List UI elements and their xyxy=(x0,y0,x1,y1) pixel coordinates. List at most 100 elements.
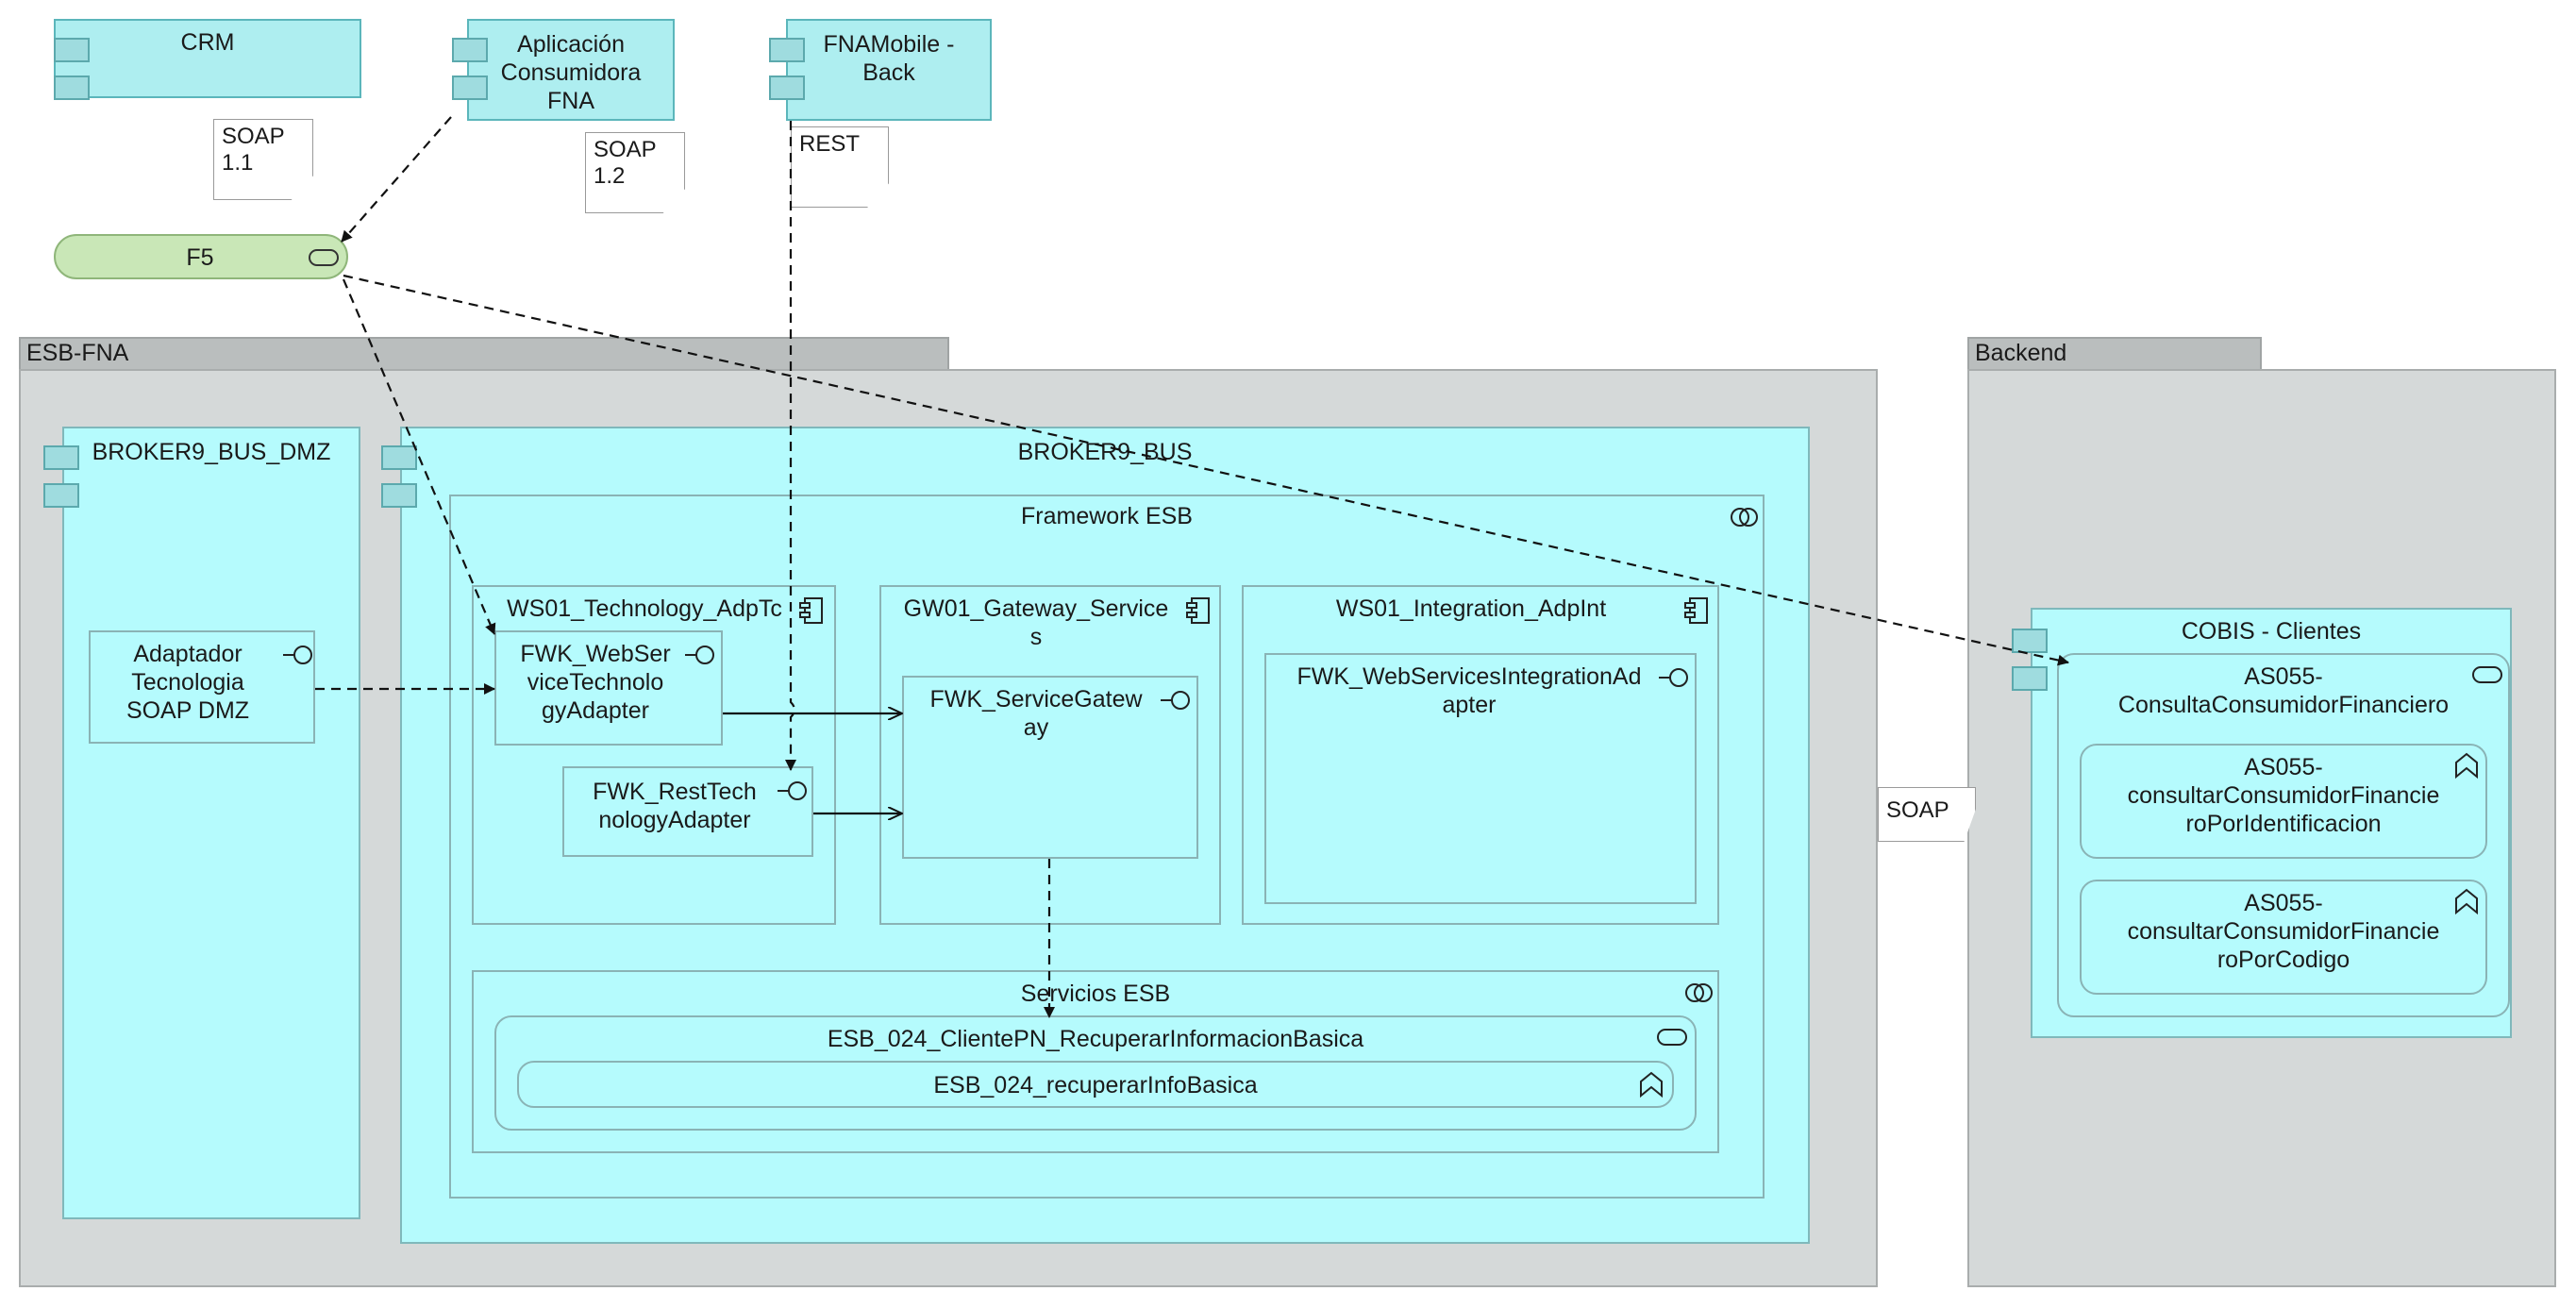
soap12-note: SOAP 1.2 xyxy=(585,132,685,213)
label-line: FNAMobile - xyxy=(823,31,955,58)
label-line: FWK_WebServicesIntegrationAd xyxy=(1296,663,1642,690)
esb024-function[interactable]: ESB_024_recuperarInfoBasica xyxy=(517,1061,1674,1108)
component-nub-icon xyxy=(381,445,417,470)
component-nub-icon xyxy=(43,483,79,508)
label-line: Adaptador xyxy=(133,641,243,667)
ws01-integration-label: WS01_Integration_AdpInt xyxy=(1335,595,1607,622)
label-line: consultarConsumidorFinancie xyxy=(2127,782,2440,809)
broker-bus-label: BROKER9_BUS xyxy=(1017,439,1193,465)
esb024-label: ESB_024_ClientePN_RecuperarInformacionBa… xyxy=(827,1026,1364,1052)
label-line: FWK_RestTech xyxy=(593,779,757,805)
app-consumidora-component[interactable]: Aplicación Consumidora FNA xyxy=(452,19,675,121)
function-chevron-icon xyxy=(1640,1071,1663,1098)
flow-f5-to-cobis xyxy=(343,274,2069,666)
label-line: consultarConsumidorFinancie xyxy=(2127,918,2440,945)
note-line: REST xyxy=(799,131,861,157)
function-chevron-icon xyxy=(2455,752,2478,780)
component-nub-icon xyxy=(54,75,90,100)
broker-dmz-node[interactable]: BROKER9_BUS_DMZ xyxy=(43,427,360,1219)
as055-label: AS055- ConsultaConsumidorFinanciero xyxy=(2059,662,2508,719)
ws01-technology-label: WS01_Technology_AdpTc xyxy=(507,595,782,622)
interface-lollipop-icon xyxy=(1659,668,1688,687)
component-nub-icon xyxy=(769,75,805,100)
label-line: ConsultaConsumidorFinanciero xyxy=(2117,692,2450,718)
app-consumidora-label: Aplicación Consumidora FNA xyxy=(469,30,673,115)
fwk-rest-adapter[interactable]: FWK_RestTech nologyAdapter xyxy=(562,766,813,857)
function-chevron-icon xyxy=(2455,888,2478,915)
label-line: AS055- xyxy=(2244,663,2323,690)
fnamobile-label: FNAMobile - Back xyxy=(788,30,990,87)
component-icon xyxy=(799,597,823,624)
interface-lollipop-icon xyxy=(283,646,312,664)
label-line: Back xyxy=(862,59,915,86)
note-line: SOAP xyxy=(1886,797,1949,823)
as055-fn2-label: AS055- consultarConsumidorFinancie roPor… xyxy=(2082,889,2485,974)
framework-esb-label: Framework ESB xyxy=(1021,503,1193,529)
cobis-clientes-label: COBIS - Clientes xyxy=(2181,618,2362,645)
crm-label: CRM xyxy=(180,29,235,56)
label-line: viceTechnolo xyxy=(527,669,664,696)
label-line: AS055- xyxy=(2244,890,2323,916)
label-line: roPorIdentificacion xyxy=(2185,811,2382,837)
as055-fn1-label: AS055- consultarConsumidorFinancie roPor… xyxy=(2082,753,2485,838)
component-nub-icon xyxy=(452,38,488,62)
label-line: s xyxy=(1029,624,1043,650)
component-nub-icon xyxy=(54,38,90,62)
label-line: FNA xyxy=(547,88,594,114)
fnamobile-component[interactable]: FNAMobile - Back xyxy=(769,19,992,121)
f5-interface[interactable]: F5 xyxy=(54,234,348,279)
note-line: 1.2 xyxy=(594,163,626,189)
label-line: ay xyxy=(1023,714,1049,741)
fwk-rest-label: FWK_RestTech nologyAdapter xyxy=(564,778,811,834)
rest-note: REST xyxy=(791,126,889,208)
note-line: SOAP xyxy=(594,137,657,162)
label-line: Consumidora xyxy=(500,59,642,86)
soap11-note: SOAP 1.1 xyxy=(213,119,313,200)
flow-f5-to-webservice xyxy=(342,278,496,635)
label-line: roPorCodigo xyxy=(2216,947,2350,973)
label-line: gyAdapter xyxy=(542,697,649,724)
interface-lollipop-icon xyxy=(685,646,714,664)
fwk-gateway-label: FWK_ServiceGatew ay xyxy=(904,685,1196,742)
fwk-integration-adapter[interactable]: FWK_WebServicesIntegrationAd apter xyxy=(1264,653,1697,904)
label-line: FWK_WebSer xyxy=(520,641,671,667)
as055-fn-codigo[interactable]: AS055- consultarConsumidorFinancie roPor… xyxy=(2080,880,2487,995)
note-line: 1.1 xyxy=(222,150,254,176)
label-line: FWK_ServiceGatew xyxy=(929,686,1143,713)
service-pill-icon xyxy=(2472,666,2502,683)
interface-lollipop-icon xyxy=(1161,691,1190,710)
flow-fnamobile-to-rest xyxy=(785,121,796,771)
component-nub-icon xyxy=(2012,666,2048,691)
label-line: GW01_Gateway_Service xyxy=(903,595,1169,622)
fwk-gateway-adapter[interactable]: FWK_ServiceGatew ay xyxy=(902,676,1198,859)
component-nub-icon xyxy=(769,38,805,62)
label-line: Aplicación xyxy=(517,31,625,58)
component-icon xyxy=(1684,597,1708,624)
service-pill-icon xyxy=(1657,1029,1687,1046)
adaptador-dmz-box[interactable]: Adaptador Tecnologia SOAP DMZ xyxy=(89,630,315,744)
flow-app-to-f5 xyxy=(341,116,452,243)
interface-lollipop-icon xyxy=(778,781,807,800)
f5-label: F5 xyxy=(186,244,214,271)
crm-component[interactable]: CRM xyxy=(54,19,361,100)
servicios-esb-label: Servicios ESB xyxy=(1020,981,1171,1007)
component-nub-icon xyxy=(452,75,488,100)
adaptador-dmz-label: Adaptador Tecnologia SOAP DMZ xyxy=(91,640,313,725)
label-line: SOAP DMZ xyxy=(125,697,250,724)
component-icon xyxy=(1186,597,1210,624)
fwk-webservice-adapter[interactable]: FWK_WebSer viceTechnolo gyAdapter xyxy=(494,630,723,746)
label-line: nologyAdapter xyxy=(598,807,751,833)
component-nub-icon xyxy=(2012,629,2048,653)
broker-dmz-label: BROKER9_BUS_DMZ xyxy=(92,439,331,465)
component-nub-icon xyxy=(43,445,79,470)
fwk-integration-label: FWK_WebServicesIntegrationAd apter xyxy=(1266,662,1695,719)
interface-pill-icon xyxy=(309,249,339,266)
esb024-function-label: ESB_024_recuperarInfoBasica xyxy=(933,1072,1258,1098)
as055-fn-identificacion[interactable]: AS055- consultarConsumidorFinancie roPor… xyxy=(2080,744,2487,859)
component-nub-icon xyxy=(381,483,417,508)
label-line: apter xyxy=(1442,692,1497,718)
fwk-webservice-label: FWK_WebSer viceTechnolo gyAdapter xyxy=(496,640,721,725)
soap-note: SOAP xyxy=(1878,787,1976,842)
label-line: Tecnologia xyxy=(131,669,244,696)
